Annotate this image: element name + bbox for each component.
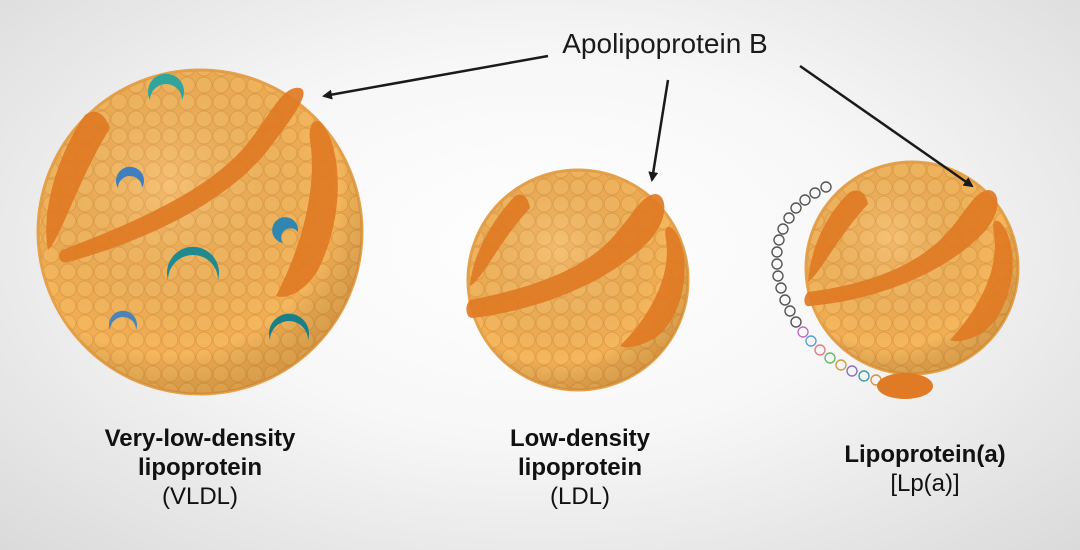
- vldl-particle: [36, 68, 364, 396]
- lpa-particle: [771, 160, 1020, 399]
- apolipoprotein-icon: [167, 246, 219, 280]
- vldl-abbreviation: (VLDL): [161, 483, 239, 510]
- apolipoprotein-icon: [116, 166, 145, 188]
- apob-band: [466, 194, 685, 348]
- protease-domain-icon: [877, 373, 933, 399]
- lpa-abbreviation: [Lp(a)]: [890, 470, 960, 497]
- vldl-label: Very-low-density lipoprotein (VLDL): [60, 424, 340, 511]
- ldl-label: Low-density lipoprotein (LDL): [460, 424, 700, 511]
- ldl-name-line1: Low-density: [509, 425, 650, 452]
- apolipoprotein-c-icon: [148, 73, 184, 100]
- apolipoprotein-icon: [272, 217, 299, 243]
- ldl-particle: [466, 168, 690, 392]
- lpa-label: Lipoprotein(a) [Lp(a)]: [800, 440, 1050, 498]
- callout-arrows: [322, 54, 974, 188]
- lpa-name-line1: Lipoprotein(a): [844, 441, 1006, 468]
- apolipoprotein-b-callout: Apolipoprotein B: [562, 28, 768, 59]
- apolipoprotein-a-chain: [771, 181, 882, 386]
- apolipoprotein-icon: [269, 313, 309, 340]
- vldl-name-line2: lipoprotein: [138, 454, 262, 481]
- vldl-name-line1: Very-low-density: [104, 425, 296, 452]
- apob-band: [46, 87, 338, 297]
- apob-band: [804, 190, 1013, 342]
- apolipoprotein-icon: [109, 310, 137, 330]
- arrow-to-vldl: [322, 54, 549, 100]
- ldl-abbreviation: (LDL): [549, 483, 610, 510]
- arrow-to-ldl: [648, 79, 670, 182]
- arrow-to-lpa: [799, 64, 974, 188]
- ldl-name-line2: lipoprotein: [518, 454, 642, 481]
